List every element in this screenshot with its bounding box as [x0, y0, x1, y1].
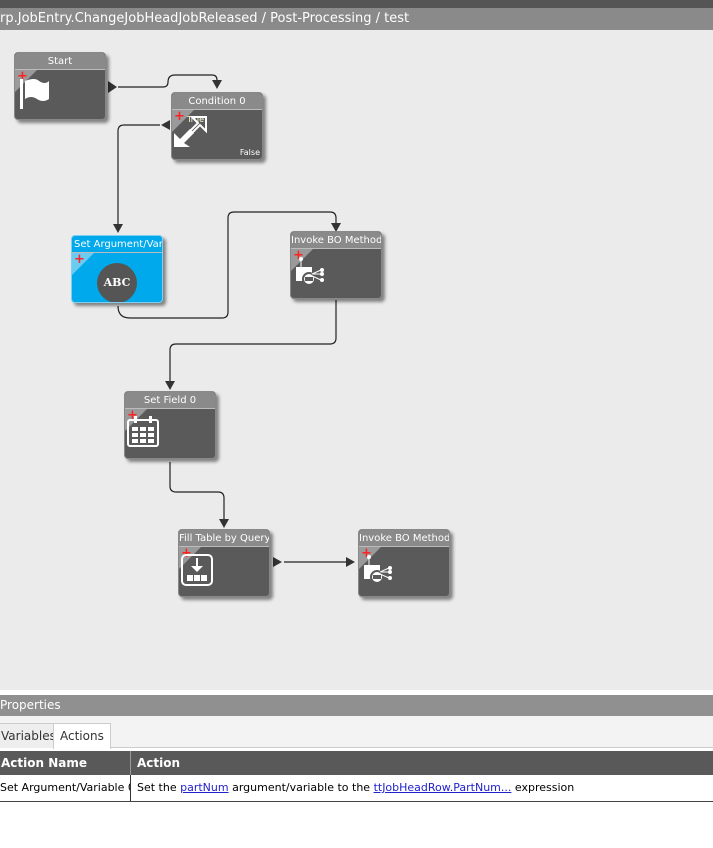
expression-link[interactable]: ttJobHeadRow.PartNum... [373, 781, 512, 794]
download-table-icon [179, 552, 269, 596]
node-set-argument[interactable]: Set Argument/Vari + ABC [71, 235, 163, 303]
node-set-field[interactable]: Set Field 0 + [124, 391, 216, 459]
add-icon[interactable]: + [293, 248, 304, 263]
abc-icon: ABC [72, 258, 162, 302]
node-start[interactable]: Start + [14, 52, 106, 120]
node-fill-table-by-query[interactable]: Fill Table by Query + [178, 529, 270, 597]
add-icon[interactable]: + [361, 546, 372, 561]
add-icon[interactable]: + [74, 252, 85, 267]
bo-method-icon [291, 254, 381, 298]
bo-method-icon [359, 552, 449, 596]
partnum-link[interactable]: partNum [180, 781, 229, 794]
add-icon[interactable]: + [181, 546, 192, 561]
connectors [108, 74, 355, 567]
node-invoke-bo-method-1[interactable]: Invoke BO Method + [290, 231, 382, 299]
connector-invoke1-setfield [169, 300, 337, 383]
action-description: Set the partNum argument/variable to the… [137, 781, 575, 794]
flag-icon [15, 75, 105, 119]
node-condition[interactable]: Condition 0 + True False [171, 92, 263, 160]
workflow-canvas[interactable]: Start + Condition 0 + True False Set Arg… [0, 30, 713, 690]
connector-condition-setarg [117, 124, 160, 226]
table-row[interactable]: Set Argument/Variable 0 Set the partNum … [0, 775, 713, 802]
top-bar [0, 0, 713, 8]
add-icon[interactable]: + [17, 69, 28, 84]
add-icon[interactable]: + [127, 408, 138, 423]
connector-setarg-invoke1 [117, 211, 337, 319]
node-invoke-bo-method-2[interactable]: Invoke BO Method + [358, 529, 450, 597]
connector-setfield-filltable [169, 462, 225, 521]
actions-table: Action Name Action Set Argument/Variable… [0, 751, 713, 802]
calendar-grid-icon [125, 414, 215, 458]
breadcrumb: rp.JobEntry.ChangeJobHeadJobReleased / P… [0, 8, 713, 30]
add-icon[interactable]: + [174, 109, 185, 124]
connector-start-condition [118, 74, 218, 88]
properties-tabs: Variables Actions [0, 716, 713, 749]
tab-actions[interactable]: Actions [53, 723, 111, 749]
properties-header: Properties [0, 695, 713, 716]
table-header: Action Name Action [0, 751, 713, 775]
expand-arrows-icon [172, 115, 262, 159]
